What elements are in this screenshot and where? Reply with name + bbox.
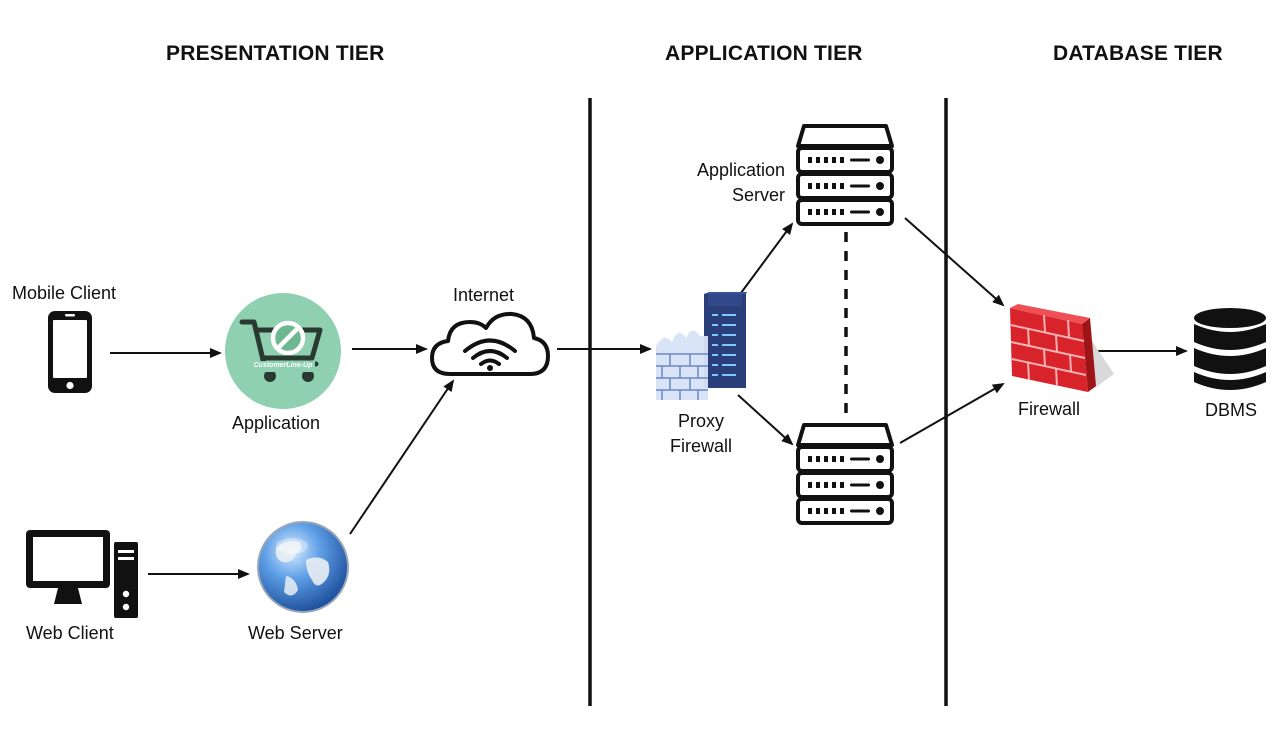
arrow-appserver-bottom-to-firewall (899, 383, 1005, 444)
mobile-phone-icon (48, 311, 92, 393)
firewall-brick-icon (1010, 304, 1114, 392)
dbms-label: DBMS (1205, 400, 1258, 420)
internet-label: Internet (453, 285, 515, 305)
cloud-wifi-icon (430, 311, 550, 376)
arrow-proxy-to-appserver-bottom (737, 394, 794, 446)
globe-icon (257, 521, 349, 613)
desktop-computer-icon (26, 530, 138, 618)
database-icon (1194, 308, 1266, 390)
mobile-client-label: Mobile Client (12, 283, 117, 303)
application-logo-text: CustomerLine-Up (253, 362, 313, 369)
web-server-label: Web Server (248, 623, 343, 643)
arrow-webserver-to-internet (349, 379, 455, 535)
arrow-appserver-top-to-firewall (904, 217, 1005, 307)
firewall-label: Firewall (1018, 399, 1081, 419)
server-rack-icon-top (796, 124, 894, 226)
server-rack-icon-bottom (796, 423, 894, 525)
web-client-label: Web Client (26, 623, 114, 643)
application-label: Application (232, 413, 321, 433)
proxy-firewall-label-line2: Firewall (669, 436, 732, 456)
arrow-proxy-to-appserver-top (737, 222, 794, 298)
application-tier-heading: APPLICATION TIER (665, 42, 863, 65)
app-server-label-line1: Application (696, 160, 785, 180)
presentation-tier-heading: PRESENTATION TIER (166, 42, 385, 65)
proxy-firewall-icon (656, 292, 747, 400)
database-tier-heading: DATABASE TIER (1053, 42, 1223, 65)
app-server-label-line2: Server (731, 185, 785, 205)
proxy-firewall-label-line1: Proxy (677, 411, 724, 431)
application-cart-icon (225, 293, 341, 409)
